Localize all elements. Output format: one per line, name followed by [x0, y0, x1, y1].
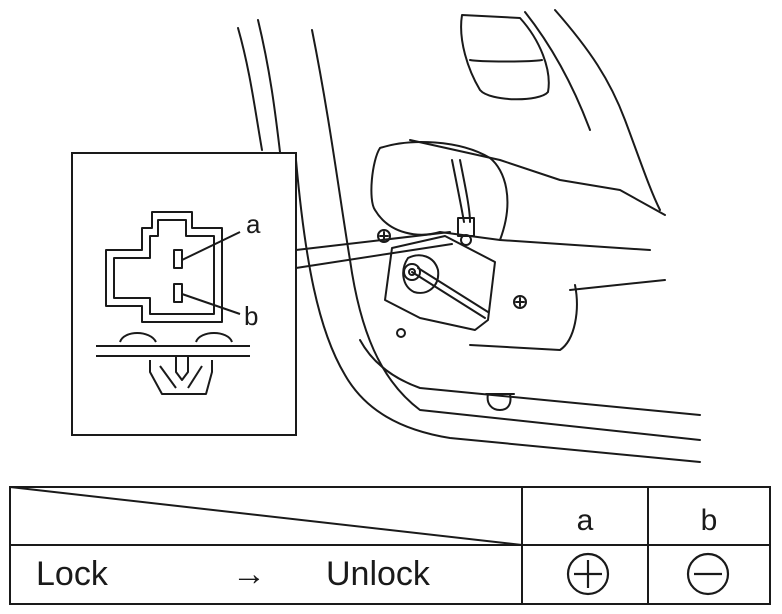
connector-inset: a b [71, 152, 297, 436]
actuator-cover [402, 254, 440, 294]
door-inner-line [311, 29, 701, 441]
door-right-edge-2 [524, 11, 591, 131]
clip-body [149, 360, 213, 395]
door-edge-line [237, 27, 263, 151]
door-edge-line [257, 19, 281, 153]
access-hole [370, 141, 509, 241]
terminal-a-label: a [246, 209, 261, 239]
bolt-right [513, 295, 527, 309]
door-step-line [359, 339, 701, 416]
callout-line-2 [295, 243, 453, 269]
trim-panel-edge [469, 284, 578, 351]
handle-recess-inner [469, 59, 543, 63]
door-striker [486, 393, 512, 411]
trim-panel-lower-2 [569, 279, 666, 291]
trim-panel [409, 139, 666, 216]
actuator-pivot-inner [408, 268, 416, 276]
trim-panel-lower [499, 239, 651, 251]
actuator-body [384, 235, 496, 331]
row-to-label: Unlock [326, 555, 431, 593]
terminal-b-label: b [244, 301, 258, 331]
actuator-pivot [403, 263, 421, 281]
lock-rod [411, 271, 486, 319]
door-right-edge [554, 9, 661, 211]
door-lock-actuator-illustration: a b [71, 9, 701, 463]
clip-center [175, 356, 189, 381]
connector-clip [119, 332, 233, 343]
callout-line [295, 231, 451, 251]
header-terminal-a: a [577, 504, 594, 537]
harness-connector [457, 217, 475, 237]
row-from-label: Lock [36, 555, 109, 593]
header-diagonal [9, 486, 523, 546]
rivet [396, 328, 406, 338]
minus-circle-icon [686, 552, 730, 596]
row-arrow: → [232, 555, 266, 593]
connector-housing [105, 211, 223, 323]
lock-rod-2 [417, 267, 489, 313]
terminal-b-pin [173, 283, 183, 303]
connector-housing-inner [113, 219, 215, 315]
table-border [9, 486, 771, 605]
header-terminal-b: b [701, 504, 718, 537]
leader-a [181, 231, 241, 261]
bolt-left [377, 229, 391, 243]
handle-recess [460, 14, 550, 101]
clip-prong [159, 365, 203, 389]
leader-b [181, 293, 241, 315]
door-outer-line [295, 159, 701, 463]
connector-bolt [460, 234, 472, 246]
plus-circle-icon [566, 552, 610, 596]
